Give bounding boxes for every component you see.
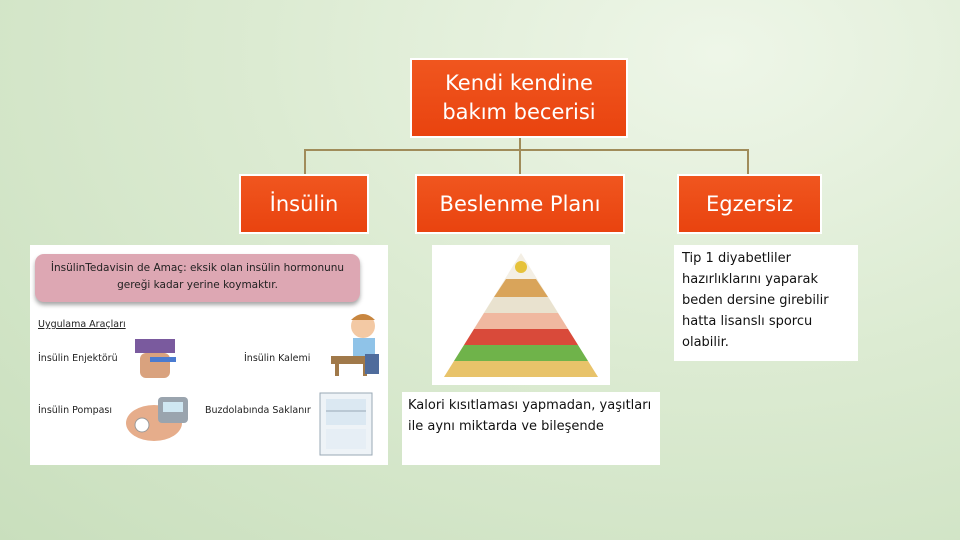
connector-horizontal — [304, 149, 748, 151]
fridge-label: Buzdolabında Saklanır — [205, 405, 311, 416]
insulin-label: İnsülin — [270, 192, 339, 216]
food-pyramid-image — [432, 245, 610, 385]
connector-nutrition — [519, 149, 521, 174]
insulin-aim-banner: İnsülinTedavisin de Amaç: eksik olan ins… — [35, 254, 360, 302]
exercise-note-text: Tip 1 diyabetliler hazırlıklarını yapara… — [682, 251, 829, 350]
pump-image — [124, 391, 194, 446]
fridge-image — [316, 391, 376, 457]
exercise-label: Egzersiz — [706, 192, 793, 216]
nutrition-note: Kalori kısıtlaması yapmadan, yaşıtları i… — [402, 392, 660, 465]
root-node: Kendi kendine bakım becerisi — [410, 58, 628, 138]
injector-label: İnsülin Enjektörü — [38, 353, 118, 364]
root-label: Kendi kendine bakım becerisi — [434, 69, 604, 127]
nutrition-label: Beslenme Planı — [440, 192, 601, 216]
tools-heading: Uygulama Araçları — [38, 319, 126, 330]
exercise-note: Tip 1 diyabetliler hazırlıklarını yapara… — [674, 245, 858, 361]
connector-insulin — [304, 149, 306, 174]
nutrition-node: Beslenme Planı — [415, 174, 625, 234]
injector-image — [130, 337, 185, 382]
pump-label: İnsülin Pompası — [38, 405, 112, 416]
exercise-node: Egzersiz — [677, 174, 822, 234]
food-pyramid-icon — [432, 245, 610, 385]
connector-exercise — [747, 149, 749, 174]
insulin-info-panel: İnsülinTedavisin de Amaç: eksik olan ins… — [30, 245, 388, 465]
child-image — [325, 310, 385, 380]
insulin-aim-text: İnsülinTedavisin de Amaç: eksik olan ins… — [51, 262, 344, 291]
insulin-node: İnsülin — [239, 174, 369, 234]
pen-label: İnsülin Kalemi — [244, 353, 310, 364]
nutrition-note-text: Kalori kısıtlaması yapmadan, yaşıtları i… — [408, 398, 651, 434]
